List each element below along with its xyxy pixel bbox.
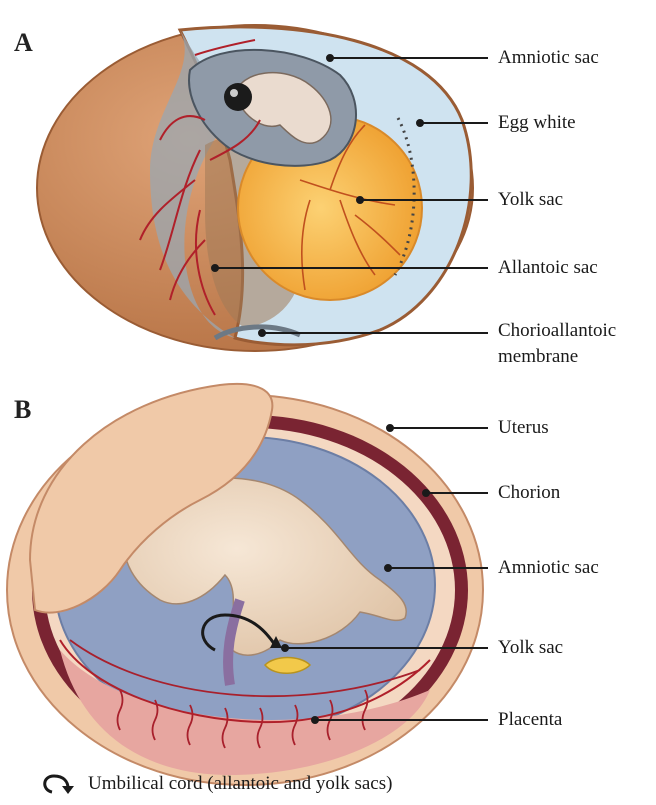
embryo-eye-highlight — [230, 89, 238, 97]
panel-letter-a: A — [14, 28, 33, 58]
label-chorioallantoic-line2: membrane — [498, 346, 578, 368]
label-chorioallantoic-line1: Chorioallantoic — [498, 320, 616, 342]
legend-text: Umbilical cord (allantoic and yolk sacs) — [88, 773, 392, 795]
label-yolk-sac-b: Yolk sac — [498, 637, 563, 659]
label-uterus: Uterus — [498, 417, 549, 439]
egg-diagram — [37, 25, 473, 351]
label-placenta: Placenta — [498, 709, 562, 731]
label-chorion: Chorion — [498, 482, 560, 504]
panel-letter-b: B — [14, 395, 31, 425]
legend: Umbilical cord (allantoic and yolk sacs) — [38, 772, 392, 796]
label-amniotic-sac-b: Amniotic sac — [498, 557, 599, 579]
embryo-eye — [224, 83, 252, 111]
label-egg-white: Egg white — [498, 112, 576, 134]
label-yolk-sac-a: Yolk sac — [498, 189, 563, 211]
label-amniotic-sac-a: Amniotic sac — [498, 47, 599, 69]
curved-arrow-icon — [38, 772, 78, 796]
uterus-diagram — [7, 384, 483, 785]
label-allantoic-sac: Allantoic sac — [498, 257, 598, 279]
